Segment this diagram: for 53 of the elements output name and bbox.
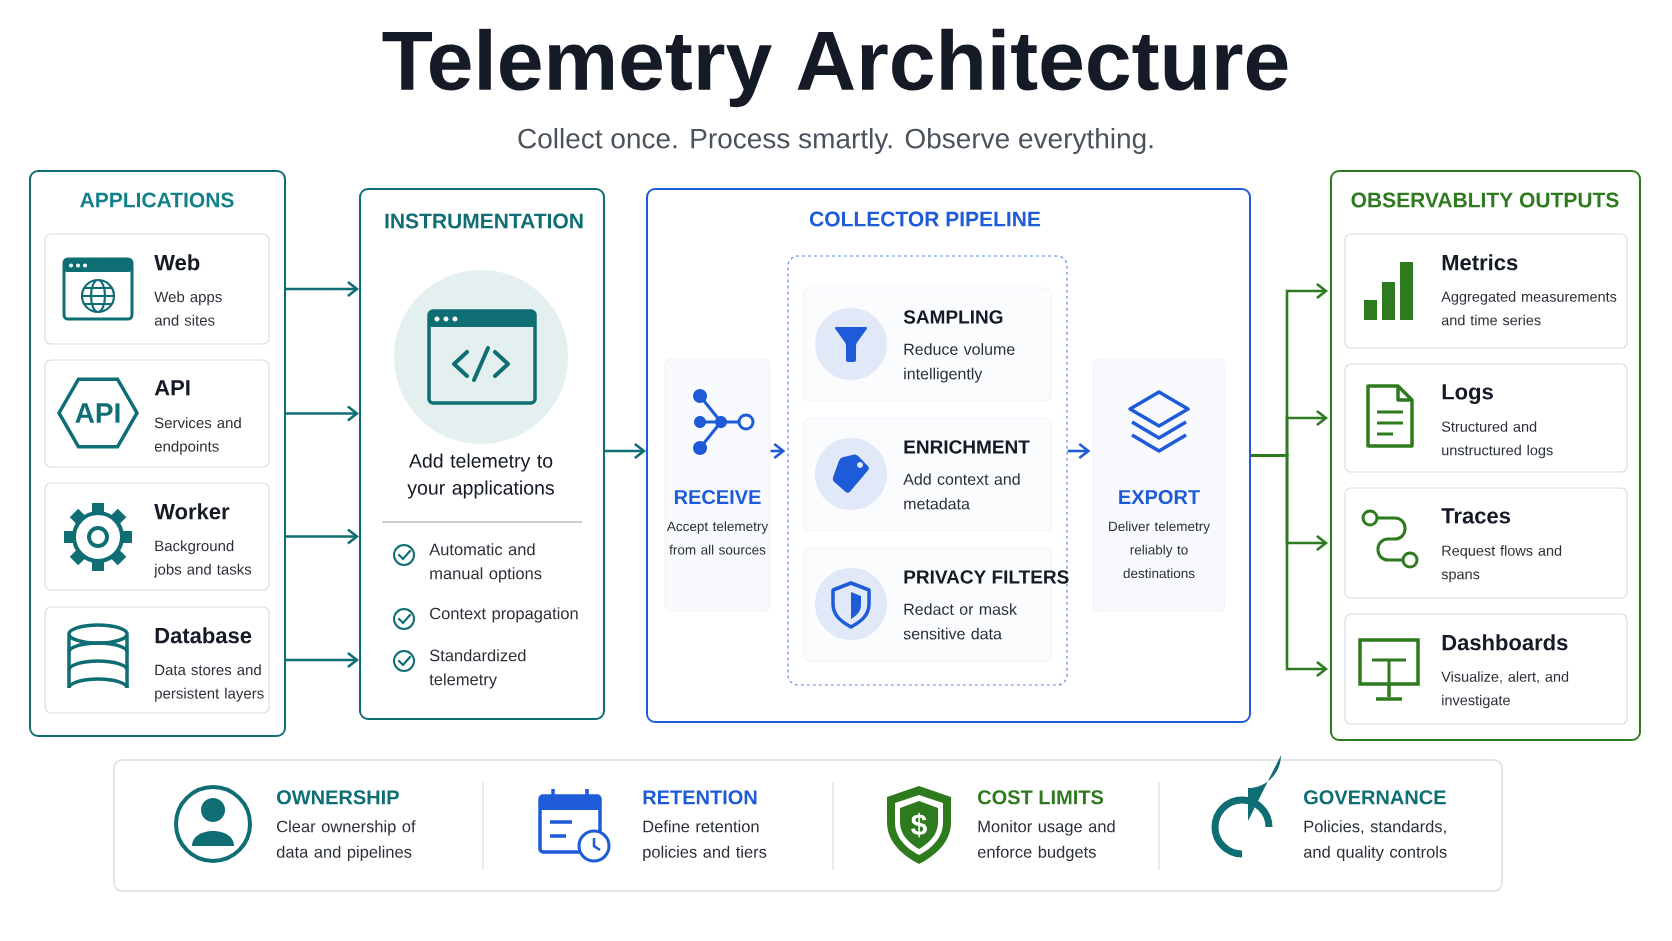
group-heading: APPLICATIONS [80, 192, 234, 208]
card-description: Redact or mask sensitive data [903, 603, 1017, 640]
feature-description: Clear ownership of data and pipelines [276, 820, 416, 862]
card-title: ENRICHMENT [904, 440, 1030, 454]
card-description: Reduce volume intelligently [904, 343, 1015, 383]
stage-title: EXPORT [1119, 489, 1200, 505]
card-title: PRIVACY FILTERS [904, 570, 1069, 584]
arrow [286, 651, 359, 669]
feature-description: Monitor usage and enforce budgets [977, 820, 1115, 862]
arrow [1251, 454, 1328, 678]
card-description: Services and endpoints [154, 417, 241, 455]
card-description: Data stores and persistent layers [155, 664, 264, 702]
checklist-item: Standardized telemetry [429, 649, 526, 689]
card-title: API [154, 380, 190, 396]
card-title: Dashboards [1442, 634, 1568, 651]
title: Telemetry Architecture [382, 28, 1288, 108]
feature-description: Policies, standards, and quality controls [1303, 820, 1447, 862]
card-description: Aggregated measurements and time series [1441, 291, 1617, 326]
card-title: SAMPLING [903, 310, 1003, 324]
card-description: Web apps and sites [154, 291, 222, 326]
card-title: Database [155, 627, 252, 644]
arrow [1067, 442, 1091, 459]
group-heading: COLLECTOR PIPELINE [810, 211, 1041, 227]
description: Add telemetry to your applications [407, 453, 554, 499]
card-description: Add context and metadata [903, 473, 1020, 510]
feature-title: OWNERSHIP [277, 790, 399, 805]
card-description: Background jobs and tasks [153, 540, 252, 578]
feature-title: GOVERNANCE [1304, 790, 1446, 805]
arrow [605, 442, 646, 459]
card-title: Logs [1442, 384, 1493, 404]
subtitle: Collect once. Process smartly. Observe everything. [518, 127, 1153, 155]
feature-description: Define retention policies and tiers [643, 820, 767, 862]
icon-label: API [75, 403, 120, 423]
arrow [286, 405, 359, 422]
card-title: Metrics [1442, 254, 1518, 271]
card-title: Traces [1441, 508, 1511, 524]
group-heading: OBSERVABLITY OUTPUTS [1351, 192, 1619, 208]
feature-title: RETENTION [643, 790, 757, 805]
card-title: Worker [154, 503, 230, 520]
group-heading: INSTRUMENTATION [385, 213, 583, 229]
currency-symbol: $ [911, 812, 927, 838]
card-title: Web [154, 254, 200, 271]
stage-description: Accept telemetry from all sources [666, 521, 769, 555]
card-description: Structured and unstructured logs [1441, 421, 1553, 459]
feature-title: COST LIMITS [978, 790, 1104, 805]
arrow [286, 528, 359, 545]
card-description: Visualize, alert, and investigate [1441, 671, 1569, 709]
checklist-item: Automatic and manual options [429, 543, 542, 583]
arrow [286, 280, 359, 298]
checklist-item: Context propagation [430, 607, 578, 623]
stage-description: Deliver telemetry reliably to destinations [1109, 521, 1210, 579]
card-description: Request flows and spans [1441, 545, 1562, 583]
stage-title: RECEIVE [674, 489, 761, 505]
